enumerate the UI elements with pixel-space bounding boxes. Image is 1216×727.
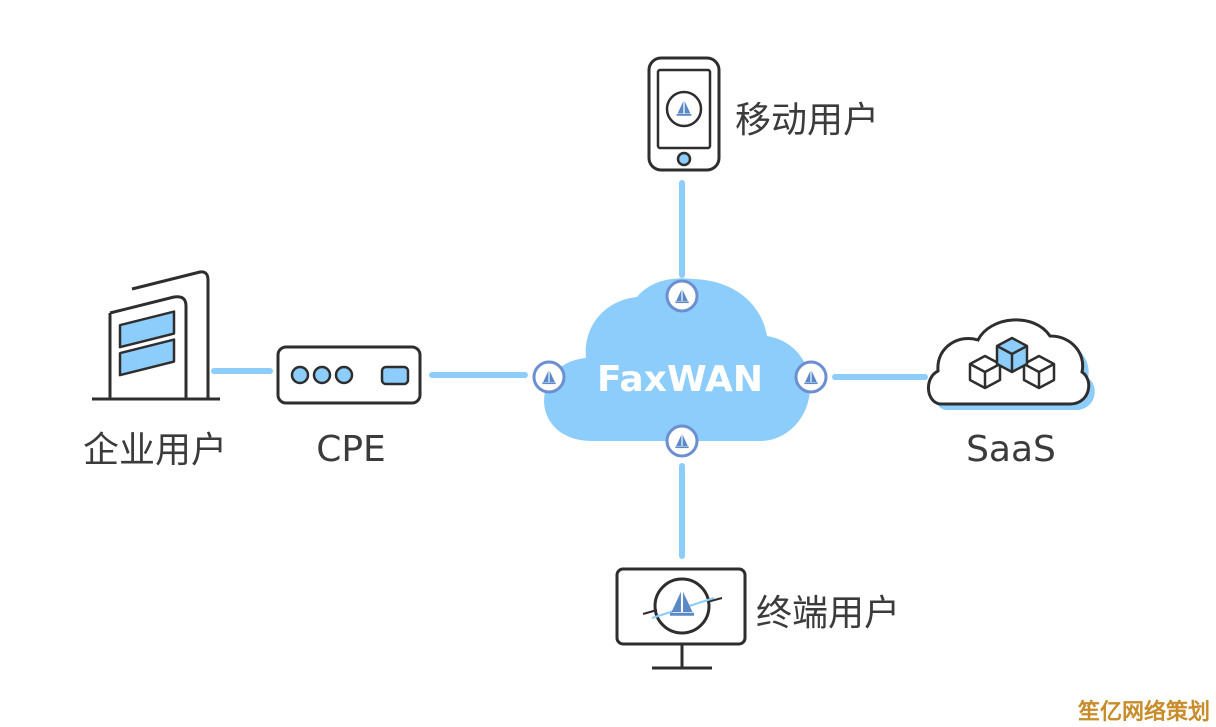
cpe-label: CPE bbox=[316, 429, 386, 470]
node-saas: SaaS bbox=[927, 318, 1095, 470]
cpe-router-icon bbox=[276, 345, 422, 405]
node-mobile: 移动用户 bbox=[647, 56, 879, 172]
desktop-monitor-icon bbox=[615, 567, 747, 670]
saas-cloud-cubes-icon bbox=[927, 318, 1095, 410]
node-enterprise: 企业用户 bbox=[83, 270, 227, 471]
office-building-icon bbox=[92, 270, 220, 401]
cloud-port-bottom bbox=[665, 424, 699, 458]
cloud-shape bbox=[544, 278, 811, 441]
cloud-port-right bbox=[794, 360, 828, 394]
faxwan-cloud: FaxWAN bbox=[532, 278, 828, 458]
node-terminal: 终端用户 bbox=[615, 567, 900, 670]
watermark-text: 笙亿网络策划 bbox=[1077, 699, 1210, 725]
center-title: FaxWAN bbox=[597, 359, 763, 400]
saas-label: SaaS bbox=[966, 429, 1056, 470]
connectors bbox=[211, 180, 928, 559]
enterprise-label: 企业用户 bbox=[83, 430, 227, 471]
smartphone-icon bbox=[647, 56, 721, 172]
cloud-port-top bbox=[665, 279, 699, 313]
mobile-label: 移动用户 bbox=[735, 100, 879, 141]
terminal-label: 终端用户 bbox=[756, 593, 900, 634]
cloud-port-left bbox=[532, 360, 566, 394]
node-cpe: CPE bbox=[276, 345, 422, 470]
